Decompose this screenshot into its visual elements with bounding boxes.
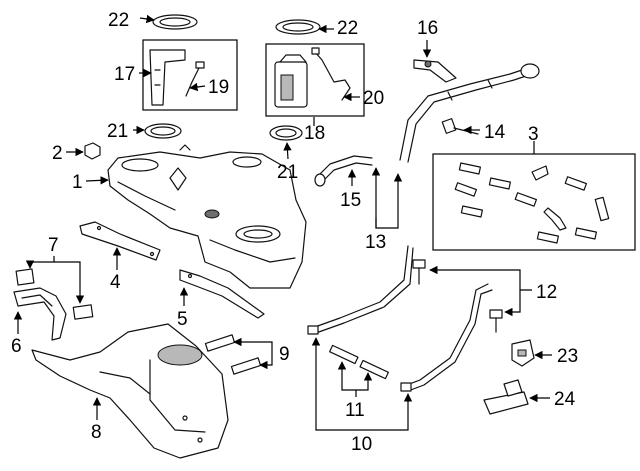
lock-ring-21-left[interactable] [144, 123, 182, 139]
callout-15: 15 [340, 190, 361, 211]
sender-group-box [142, 39, 238, 111]
pump-wiring-20[interactable] [311, 47, 351, 101]
callout-8: 8 [91, 422, 102, 443]
strap-10-right[interactable] [400, 283, 493, 392]
callout-14: 14 [484, 122, 506, 143]
heat-shield-8[interactable] [31, 323, 229, 459]
callout-22-right: 22 [337, 18, 358, 39]
callout-labels: 22 22 16 17 19 20 18 21 21 14 3 2 1 15 1… [11, 10, 578, 455]
lock-ring-21-right[interactable] [269, 125, 303, 141]
callout-1: 1 [72, 172, 83, 193]
fuel-tank-1[interactable] [107, 144, 307, 289]
pad-11-right[interactable] [359, 359, 389, 380]
plug-2[interactable] [84, 142, 101, 160]
callout-4: 4 [110, 272, 121, 293]
callout-6: 6 [11, 336, 22, 357]
callout-5: 5 [177, 309, 188, 330]
gasket-22-right[interactable] [275, 19, 321, 35]
bolt-12-lower[interactable] [489, 309, 503, 333]
pad-11-left[interactable] [329, 344, 359, 365]
callout-3: 3 [528, 124, 539, 145]
bracket-4[interactable] [79, 221, 161, 261]
leader-lines [13, 14, 552, 431]
callout-10: 10 [351, 434, 372, 455]
callout-9: 9 [279, 344, 290, 365]
strap-10-left[interactable] [307, 245, 414, 335]
filler-pipe-13[interactable] [399, 63, 540, 163]
sensor-24[interactable] [483, 379, 529, 415]
callout-24: 24 [554, 389, 576, 410]
filler-neck-bracket-16[interactable] [413, 59, 457, 83]
callout-21-right: 21 [277, 162, 298, 183]
bolt-14[interactable] [441, 118, 479, 135]
callout-21-left: 21 [107, 121, 128, 142]
callout-20: 20 [363, 88, 384, 109]
callout-23: 23 [557, 346, 578, 367]
callout-11: 11 [345, 400, 365, 421]
pad-9-upper[interactable] [204, 334, 236, 352]
callout-19: 19 [208, 77, 229, 98]
pump-group-box [265, 43, 365, 117]
pad-kit-3[interactable] [454, 162, 610, 244]
gasket-22-left[interactable] [152, 14, 198, 30]
bracket-5[interactable] [179, 269, 265, 319]
pad-7-left[interactable] [15, 268, 35, 286]
callout-17: 17 [114, 64, 135, 85]
shield-6[interactable] [13, 287, 67, 341]
callout-18: 18 [304, 123, 325, 144]
callout-7: 7 [48, 235, 59, 256]
callout-22-left: 22 [108, 10, 129, 31]
fuel-level-sender-17[interactable] [149, 49, 186, 106]
pad-9-lower[interactable] [230, 357, 262, 375]
callout-2: 2 [52, 143, 63, 164]
vent-hose-15[interactable] [314, 155, 373, 187]
callout-16: 16 [417, 18, 438, 39]
pad-7-right[interactable] [72, 304, 94, 320]
sender-arm-19[interactable] [185, 61, 205, 97]
fuel-pump-module-18[interactable] [274, 54, 308, 108]
callout-13: 13 [365, 232, 386, 253]
valve-23[interactable] [511, 339, 535, 367]
callout-12: 12 [536, 282, 557, 303]
bolt-12-upper[interactable] [412, 259, 426, 285]
